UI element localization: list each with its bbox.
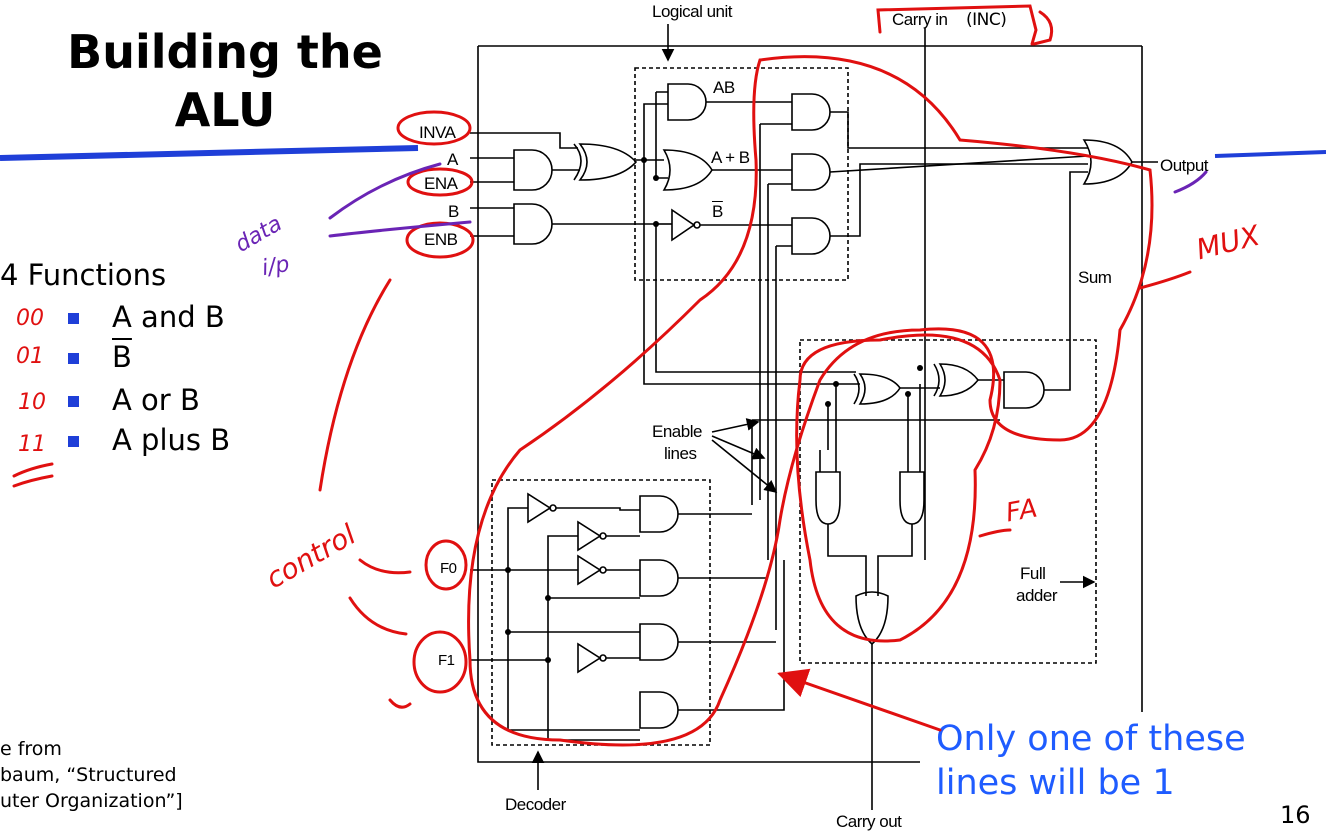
input-f1: F1 bbox=[438, 652, 455, 669]
citation-line3: uter Organization”] bbox=[0, 790, 183, 812]
functions-header: 4 Functions bbox=[0, 258, 167, 292]
function-or: A or B bbox=[112, 383, 200, 417]
f1-circle bbox=[412, 630, 468, 694]
function-not-b: B bbox=[112, 340, 132, 374]
decoder-label: Decoder bbox=[505, 795, 566, 814]
slide-title-line1: Building the bbox=[67, 25, 383, 79]
inva-circle bbox=[396, 110, 472, 146]
logical-unit-box bbox=[634, 67, 849, 281]
fa-region bbox=[795, 333, 1002, 643]
full-adder-label-2: adder bbox=[1016, 586, 1057, 605]
bullet-icon bbox=[68, 436, 79, 447]
carry-in-note: (INC) bbox=[966, 10, 1007, 30]
function-and: A and B bbox=[112, 300, 225, 334]
f0-circle bbox=[424, 539, 468, 591]
input-f0: F0 bbox=[440, 560, 457, 577]
bullet-icon bbox=[68, 353, 79, 364]
input-enb: ENB bbox=[424, 230, 458, 249]
mux-region bbox=[467, 55, 1154, 747]
carry-in-box bbox=[876, 4, 1038, 46]
bullet-icon bbox=[68, 396, 79, 407]
code-11: 11 bbox=[18, 432, 46, 457]
citation-line1: e from bbox=[0, 738, 62, 760]
annotation-data-ip-2: i/p bbox=[260, 251, 292, 282]
and-gate-label: AB bbox=[713, 78, 735, 97]
enb-circle bbox=[405, 221, 475, 259]
sum-label: Sum bbox=[1078, 268, 1112, 287]
enable-lines-label-1: Enable bbox=[652, 422, 702, 441]
function-plus: A plus B bbox=[112, 423, 231, 457]
carry-out-label: Carry out bbox=[836, 812, 902, 831]
input-ena: ENA bbox=[424, 174, 458, 193]
title-underline-right bbox=[1214, 150, 1326, 158]
not-gate-label: B bbox=[712, 202, 723, 221]
output-label: Output bbox=[1160, 156, 1209, 175]
bullet-icon bbox=[68, 313, 79, 324]
or-gate-label: A + B bbox=[711, 148, 750, 167]
enable-lines-label-2: lines bbox=[664, 444, 697, 463]
carry-in-label: Carry in bbox=[892, 10, 948, 29]
input-a: A bbox=[447, 150, 458, 169]
slide-title-line2: ALU bbox=[174, 83, 276, 137]
note-line2: lines will be 1 bbox=[936, 763, 1175, 803]
code-00: 00 bbox=[16, 306, 44, 331]
code-01: 01 bbox=[16, 344, 44, 369]
full-adder-box bbox=[799, 339, 1097, 664]
logical-unit-label: Logical unit bbox=[652, 2, 733, 21]
ena-circle bbox=[406, 167, 474, 197]
input-inva: INVA bbox=[419, 123, 456, 142]
alu-outer-box bbox=[477, 45, 1143, 763]
page-number: 16 bbox=[1280, 801, 1311, 829]
citation-line2: baum, “Structured bbox=[0, 764, 177, 786]
note-line1: Only one of these bbox=[936, 719, 1246, 759]
input-b: B bbox=[448, 202, 459, 221]
annotation-fa: FA bbox=[1003, 493, 1040, 529]
full-adder-label-1: Full bbox=[1020, 564, 1046, 583]
title-underline bbox=[0, 145, 419, 161]
code-10: 10 bbox=[18, 390, 46, 415]
